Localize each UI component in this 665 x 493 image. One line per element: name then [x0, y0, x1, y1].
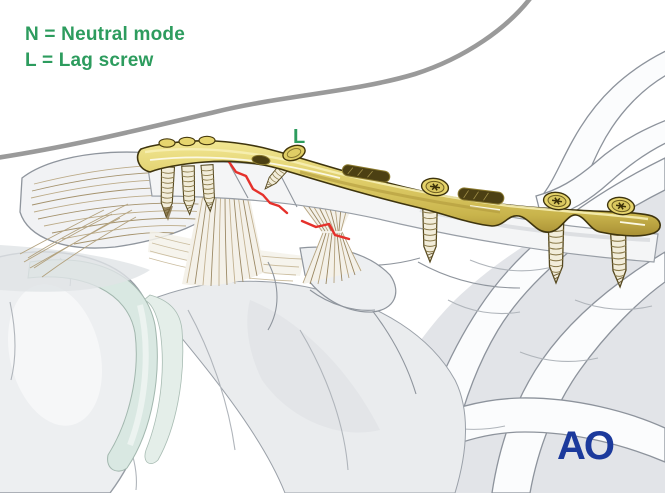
- screw-heads: [158, 135, 636, 216]
- lag-screw-head: [282, 144, 306, 162]
- neck-outline: [0, 0, 532, 160]
- ligaments: [19, 164, 397, 331]
- ao-logo: AO: [557, 424, 615, 468]
- glenoid-cartilage: [27, 259, 184, 472]
- deltoid-fibers: [19, 164, 233, 278]
- conoid-ligament: [182, 182, 265, 287]
- fracture-lines: [225, 157, 351, 241]
- clavicle-plate: [136, 140, 661, 237]
- lag-screw-label: L: [293, 126, 306, 148]
- legend: N = Neutral mode L = Lag screw: [25, 22, 185, 74]
- legend-neutral-mode: N = Neutral mode: [25, 24, 185, 45]
- scapula: [149, 257, 521, 493]
- trapezoid-ligament: [297, 198, 362, 285]
- locking-screws: [158, 153, 629, 288]
- legend-lag-screw: L = Lag screw: [25, 50, 154, 71]
